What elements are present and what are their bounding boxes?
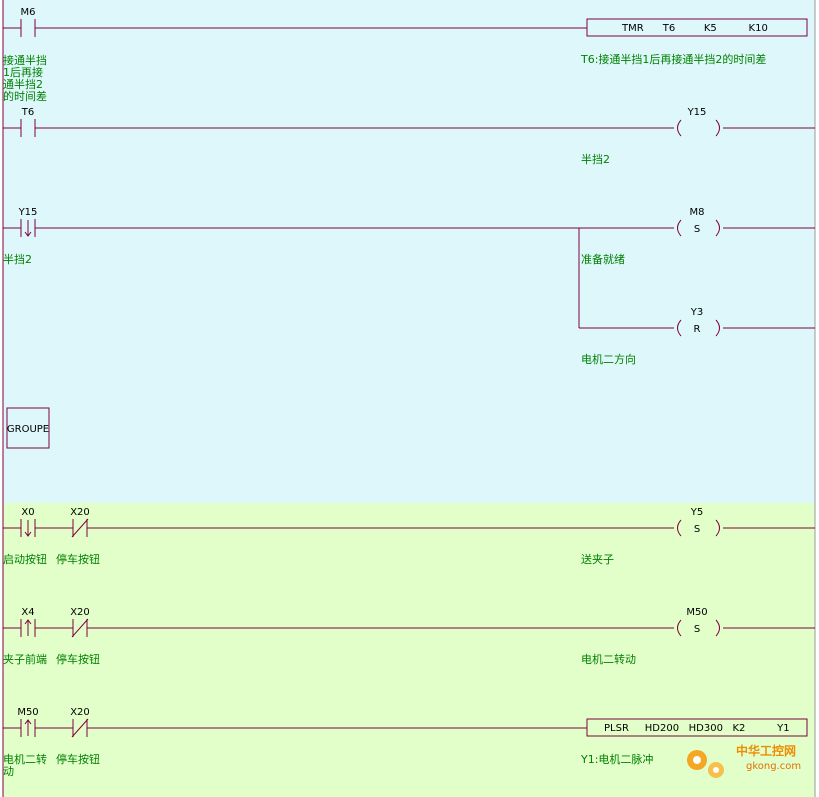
contact-comment: 停车按钮 xyxy=(56,752,100,766)
comment-line: 1后再接 xyxy=(3,66,43,79)
watermark-text: 中华工控网 xyxy=(736,743,796,758)
rung-5[interactable]: X4 夹子前端 X20 停车按钮 S M50 电机二转动 xyxy=(3,607,815,666)
function-box[interactable]: PLSR HD200 HD300 K2 Y1 xyxy=(586,718,808,737)
contact-label: M6 xyxy=(21,7,36,18)
coil-letter: S xyxy=(694,624,700,635)
output-comment: 电机二转动 xyxy=(581,652,636,666)
set-coil[interactable]: S xyxy=(677,219,720,237)
reset-coil[interactable]: R xyxy=(677,319,720,337)
contact-comment: 电机二转 动 xyxy=(3,752,51,778)
contact-label: M50 xyxy=(17,707,38,718)
group-marker-label: GROUPE xyxy=(7,424,49,435)
contact-label: X0 xyxy=(21,507,34,518)
contact-comment: 启动按钮 xyxy=(3,552,47,566)
contact-label: T6 xyxy=(21,107,34,118)
rung-4[interactable]: X0 启动按钮 X20 停车按钮 S Y5 送夹子 xyxy=(3,507,815,566)
output-comment: 送夹子 xyxy=(581,552,614,566)
rung-3[interactable]: Y15 半挡2 S M8 准备就绪 R Y3 电机二方向 xyxy=(3,207,815,366)
set-coil[interactable]: S xyxy=(677,519,720,537)
gear-icon xyxy=(687,750,724,778)
rung-6[interactable]: M50 电机二转 动 X20 停车按钮 PLSR HD200 HD300 K2 … xyxy=(3,707,808,778)
output-comment: 准备就绪 xyxy=(581,252,625,266)
comment-line: 的时间差 xyxy=(3,89,47,103)
output-comment: T6:接通半挡1后再接通半挡2的时间差 xyxy=(580,52,766,66)
rung-2[interactable]: T6 Y15 半挡2 xyxy=(3,107,815,166)
contact-label: X20 xyxy=(70,707,90,718)
output-comment: 半挡2 xyxy=(581,152,610,166)
contact-label: X20 xyxy=(70,507,90,518)
coil-label: Y3 xyxy=(690,307,703,318)
comment-line: 通半挡2 xyxy=(3,77,43,91)
contact-comment: 半挡2 xyxy=(3,252,32,266)
group-band-2 xyxy=(3,503,815,797)
coil-letter: S xyxy=(694,524,700,535)
contact-label: X20 xyxy=(70,607,90,618)
coil-label: Y5 xyxy=(690,507,703,518)
contact-comment: 停车按钮 xyxy=(56,652,100,666)
coil-letter: S xyxy=(694,224,700,235)
function-box-label: PLSR HD200 HD300 K2 Y1 xyxy=(604,723,790,734)
contact-comment: 夹子前端 xyxy=(3,652,47,666)
coil-label: Y15 xyxy=(687,107,707,118)
output-comment: Y1:电机二脉冲 xyxy=(580,752,653,766)
contact-label: Y15 xyxy=(18,207,38,218)
contact-comment: 停车按钮 xyxy=(56,552,100,566)
group-marker[interactable]: GROUPE xyxy=(6,407,50,449)
coil-label: M50 xyxy=(686,607,707,618)
watermark-logo: 中华工控网 gkong.com xyxy=(687,743,801,778)
set-coil[interactable]: S xyxy=(677,619,720,637)
comment-line: 动 xyxy=(3,765,14,778)
output-comment: 电机二方向 xyxy=(581,352,636,366)
coil-label: M8 xyxy=(690,207,705,218)
group-band-1 xyxy=(3,0,815,503)
watermark-url: gkong.com xyxy=(746,761,801,772)
contact-label: X4 xyxy=(21,607,34,618)
coil-letter: R xyxy=(694,324,701,335)
function-box[interactable]: TMR T6 K5 K10 xyxy=(586,18,808,37)
function-box-label: TMR T6 K5 K10 xyxy=(621,23,768,34)
coil[interactable] xyxy=(677,119,720,137)
